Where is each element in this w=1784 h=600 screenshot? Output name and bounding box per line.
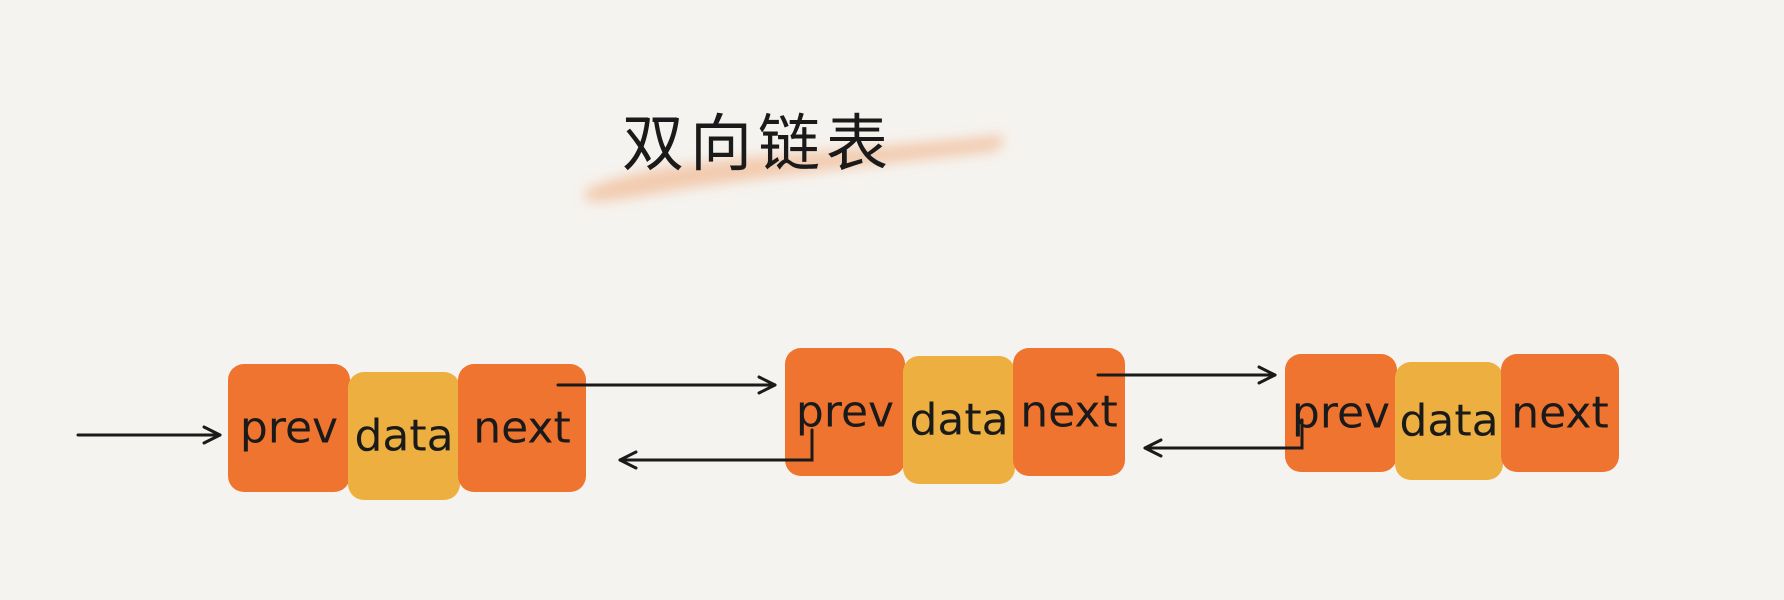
node-1-prev-cell: [228, 364, 350, 492]
node-3-next-cell: [1501, 354, 1619, 472]
title-highlight: [585, 135, 1004, 202]
node-1-next-label: next: [473, 403, 570, 454]
node-2-next-label: next: [1020, 387, 1117, 438]
prev-arrow-3-to-2: [1143, 418, 1304, 458]
diagram-title: 双向链表: [622, 107, 894, 180]
node-1-data-cell: [348, 372, 460, 500]
node-1-next-cell: [458, 364, 586, 492]
node-2-data-cell: [903, 356, 1015, 484]
prev-arrow-2-to-1: [618, 428, 814, 470]
node-2-data-label: data: [909, 395, 1008, 446]
node-3-data-cell: [1395, 362, 1503, 480]
node-3-prev-label: prev: [1292, 388, 1390, 439]
node-1-data-label: data: [354, 411, 453, 462]
list-node-1: prev data next: [228, 364, 586, 500]
node-3-next-label: next: [1511, 388, 1608, 439]
node-3-data-label: data: [1399, 396, 1498, 447]
node-2-prev-cell: [785, 348, 905, 476]
node-2-next-cell: [1013, 348, 1125, 476]
node-3-prev-cell: [1285, 354, 1397, 472]
node-1-prev-label: prev: [240, 403, 338, 454]
